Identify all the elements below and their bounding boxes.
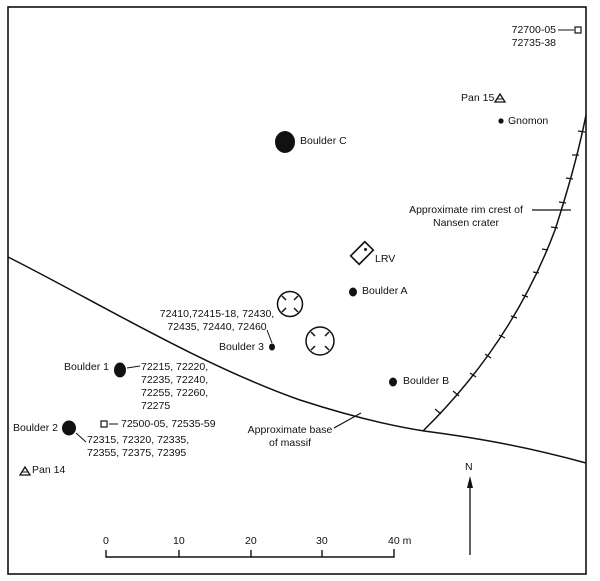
crater-2-icon (305, 326, 335, 356)
boulder-b-label: Boulder B (403, 375, 450, 387)
boulder-2-leader (75, 432, 87, 443)
pan-15-triangle-icon (493, 92, 507, 103)
map-frame (7, 6, 587, 575)
soil-sample-square-icon (100, 420, 108, 428)
boulder-a-label: Boulder A (362, 285, 408, 297)
boulder-a-marker (349, 287, 357, 297)
boulder-3-samples-label: 72410,72415-18, 72430, 72435, 72440, 724… (159, 308, 275, 333)
boulder-c-marker (275, 131, 295, 153)
boulder-1-leader (126, 365, 141, 369)
scale-tick-10: 10 (173, 535, 185, 547)
top-right-samples-label: 72700-05 72735-38 (511, 24, 556, 49)
sample-square-icon (574, 26, 582, 34)
boulder-3-label: Boulder 3 (219, 341, 264, 353)
lrv-icon (349, 240, 375, 266)
boulder-3-leader (266, 329, 273, 344)
boulder-1-samples-label: 72215, 72220, 72235, 72240, 72255, 72260… (141, 361, 209, 412)
north-label: N (465, 461, 473, 473)
scale-bar (105, 549, 395, 558)
gnomon-dot-icon (498, 118, 504, 124)
north-arrow-head-icon (467, 476, 473, 488)
pan-14-label: Pan 14 (32, 464, 66, 476)
pan-15-label: Pan 15 (461, 92, 495, 104)
boulder-2-marker (62, 420, 76, 436)
crater-1-icon (276, 290, 304, 318)
massif-base-leader (333, 412, 362, 429)
crater-rim-line (422, 114, 587, 432)
boulder-b-marker (389, 377, 397, 387)
massif-base-line (7, 256, 587, 464)
pan-14-triangle-icon (18, 465, 32, 476)
scale-tick-30: 30 (316, 535, 328, 547)
boulder-3-marker (269, 343, 275, 351)
boulder-1-marker (114, 362, 126, 378)
scale-tick-20: 20 (245, 535, 257, 547)
scale-tick-0: 0 (103, 535, 109, 547)
boulder-1-label: Boulder 1 (64, 361, 109, 373)
boulder-2-samples-label: 72315, 72320, 72335, 72355, 72375, 72395 (87, 434, 190, 459)
gnomon-label: Gnomon (508, 115, 549, 127)
crater-rim-ticks (434, 130, 586, 415)
lrv-label: LRV (375, 253, 396, 265)
boulder-2-label: Boulder 2 (13, 422, 58, 434)
soil-samples-label: 72500-05, 72535-59 (121, 418, 216, 430)
boulder-c-label: Boulder C (300, 135, 347, 147)
massif-base-label: Approximate base of massif (247, 424, 333, 449)
scale-tick-40: 40 m (388, 535, 412, 547)
rim-crest-label: Approximate rim crest of Nansen crater (409, 204, 523, 229)
